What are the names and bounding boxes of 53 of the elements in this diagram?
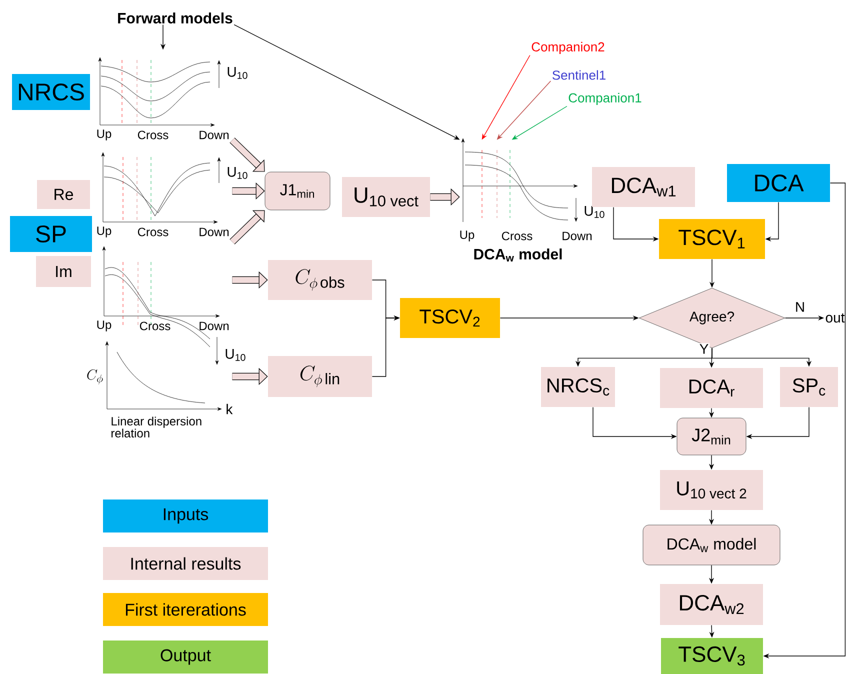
axis-label: Down bbox=[200, 130, 229, 140]
result-box: Im bbox=[36, 256, 91, 287]
satellite-label: Companion2 bbox=[532, 42, 604, 54]
axis-label: U$_{10}$ bbox=[584, 206, 604, 218]
result-box: NRCS$_{c}$ bbox=[541, 367, 615, 407]
edge-label: N bbox=[794, 301, 806, 313]
iteration-box: TSCV$_{1}$ bbox=[659, 219, 765, 259]
axis-label: Down bbox=[200, 322, 229, 330]
input-box: NRCS bbox=[12, 74, 90, 110]
satellite-label: Sentinel1 bbox=[552, 70, 606, 80]
satellite-label: Companion1 bbox=[568, 92, 642, 106]
result-box: U$_{10 vect}$ bbox=[342, 177, 430, 217]
axis-label: Cross bbox=[138, 130, 168, 140]
legend-label: First itererations bbox=[126, 603, 246, 616]
axis-label: U$_{10}$ bbox=[226, 349, 246, 361]
block-arrow bbox=[230, 210, 265, 244]
axis-label: Down bbox=[562, 232, 592, 240]
axis-label: Up bbox=[97, 226, 112, 238]
result-box: SP$_{c}$ bbox=[780, 367, 838, 407]
result-box: U$_{10 vect 2}$ bbox=[660, 470, 763, 510]
axis-label: $C_{\phi}$ bbox=[87, 369, 103, 384]
axis-label: Linear dispersion relation bbox=[112, 416, 202, 438]
legend-label: Inputs bbox=[164, 508, 208, 524]
edge-label: Y bbox=[698, 343, 710, 355]
input-box: DCA bbox=[727, 164, 830, 202]
heading-text: Forward models bbox=[118, 12, 232, 24]
process-box: DCA$_{w}$ model bbox=[642, 524, 780, 566]
result-box: DCA$_{w2}$ bbox=[660, 584, 763, 625]
axis-label: Down bbox=[200, 228, 229, 236]
axis-label: Cross bbox=[502, 232, 532, 240]
axis-label: U$_{10}$ bbox=[228, 167, 248, 179]
result-box: Re bbox=[37, 180, 90, 209]
process-box: J1$_{min}$ bbox=[264, 172, 330, 210]
graph-caption: DCA$_{w}$ model bbox=[474, 248, 562, 262]
output-text: out bbox=[826, 313, 845, 323]
result-box: DCA$_{w1}$ bbox=[592, 167, 695, 207]
result-box: $C_{\phi\,\mathrm{lin}}$ bbox=[268, 356, 372, 397]
axis-label: k bbox=[226, 404, 233, 414]
process-box: J2$_{min}$ bbox=[676, 418, 746, 456]
legend-label: Output bbox=[160, 649, 211, 665]
legend-label: Internal results bbox=[131, 557, 241, 570]
axis-label: U$_{10}$ bbox=[228, 67, 248, 79]
axis-label: Up bbox=[97, 130, 112, 140]
axis-label: Up bbox=[97, 320, 112, 332]
result-box: DCA$_{r}$ bbox=[660, 368, 763, 408]
axis-label: Cross bbox=[140, 322, 170, 330]
axis-label: Up bbox=[460, 230, 474, 242]
iteration-box: TSCV$_{2}$ bbox=[400, 298, 500, 338]
block-arrow bbox=[230, 138, 265, 172]
axis-label: Cross bbox=[138, 228, 168, 236]
input-box: SP bbox=[10, 216, 92, 252]
output-box: TSCV$_{3}$ bbox=[661, 638, 763, 674]
result-box: $C_{\phi\,\mathrm{obs}}$ bbox=[268, 260, 372, 300]
